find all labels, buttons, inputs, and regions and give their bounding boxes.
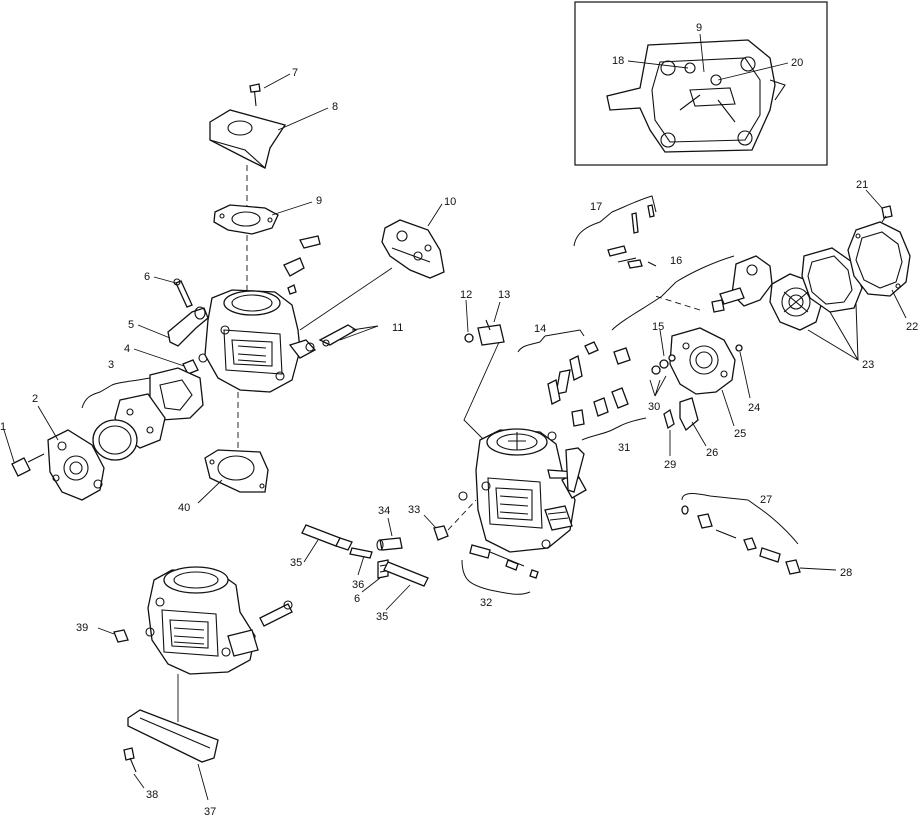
linkage-parts-14 xyxy=(547,341,599,405)
needle-parts-17 xyxy=(607,204,657,269)
callout-9b: 9 xyxy=(696,22,702,34)
nut-33 xyxy=(433,491,468,541)
callout-18: 18 xyxy=(612,55,624,67)
fitting-4 xyxy=(182,353,208,375)
callout-26: 26 xyxy=(706,447,718,459)
mount-bracket-37 xyxy=(127,709,219,763)
diaphragm-gasket-3 xyxy=(92,367,204,461)
screw-21 xyxy=(881,205,893,223)
diaphragm-parts-23 xyxy=(769,247,863,331)
callout-36: 36 xyxy=(352,579,364,591)
callout-32: 32 xyxy=(480,597,492,609)
callout-8: 8 xyxy=(332,101,338,113)
screw-1 xyxy=(11,453,45,477)
callout-6a: 6 xyxy=(144,271,150,283)
callout-37: 37 xyxy=(204,806,216,815)
linkage-parts-31 xyxy=(571,387,629,427)
callout-11: 11 xyxy=(392,322,403,334)
callout-4: 4 xyxy=(124,343,130,355)
callout-7: 7 xyxy=(292,67,298,79)
nut-12 xyxy=(464,333,474,343)
callout-16: 16 xyxy=(670,255,682,267)
callout-1: 1 xyxy=(0,421,6,433)
diaphragm-assembly-15 xyxy=(613,327,736,395)
callout-27: 27 xyxy=(760,494,772,506)
callout-21: 21 xyxy=(856,179,868,191)
clip-11 xyxy=(318,324,358,347)
callout-17: 17 xyxy=(590,201,602,213)
callout-34: 34 xyxy=(378,505,390,517)
callout-2: 2 xyxy=(32,393,38,405)
heat-shield-8 xyxy=(209,109,287,169)
filter-34 xyxy=(376,537,403,551)
callout-13: 13 xyxy=(498,289,510,301)
leader-30 xyxy=(649,375,667,397)
bracket-13 xyxy=(477,319,505,346)
callout-35a: 35 xyxy=(290,557,302,569)
bracket-31 xyxy=(581,417,647,441)
leader-18 xyxy=(627,60,689,69)
callout-22: 22 xyxy=(906,321,918,333)
cover-10 xyxy=(381,219,445,279)
bracket-3 xyxy=(81,377,151,409)
screw-38 xyxy=(123,747,137,773)
pump-cover-2 xyxy=(47,429,105,501)
plate-26 xyxy=(679,397,699,432)
fitting-6a xyxy=(173,278,193,308)
jet-parts-27 xyxy=(681,505,801,575)
callout-38: 38 xyxy=(146,789,158,801)
callout-12: 12 xyxy=(460,289,472,301)
callout-5: 5 xyxy=(128,319,134,331)
callout-6b: 6 xyxy=(354,593,360,605)
cover-22 xyxy=(847,221,911,297)
carburetor-body-lower xyxy=(145,566,293,675)
screw-24 xyxy=(735,344,743,352)
callout-31: 31 xyxy=(618,442,630,454)
callout-24: 24 xyxy=(748,402,760,414)
callout-30: 30 xyxy=(648,401,660,413)
callout-40: 40 xyxy=(178,502,190,514)
clip-29 xyxy=(663,408,675,430)
fuel-line-35a xyxy=(301,524,353,551)
screw-7 xyxy=(249,83,261,107)
callout-23: 23 xyxy=(862,359,874,371)
callout-35b: 35 xyxy=(376,611,388,623)
callout-10: 10 xyxy=(444,196,456,208)
bracket-23 xyxy=(807,303,859,361)
callout-3: 3 xyxy=(108,359,114,371)
bracket-32 xyxy=(461,559,531,595)
bracket-14 xyxy=(517,329,585,353)
inset-detail: 9 18 20 xyxy=(574,1,828,166)
adjust-screws-32 xyxy=(469,544,539,579)
carburetor-body-center xyxy=(475,428,587,553)
fuel-pump-16 xyxy=(654,255,773,313)
bracket-17 xyxy=(573,195,657,247)
fitting-6b xyxy=(377,559,429,587)
leader-20 xyxy=(717,62,789,81)
leader-9b xyxy=(699,33,705,73)
gasket-9 xyxy=(213,204,279,235)
carburetor-body-upper xyxy=(204,235,321,393)
nut-39 xyxy=(113,629,129,643)
callout-25: 25 xyxy=(734,428,746,440)
callout-14: 14 xyxy=(534,323,546,335)
leader-13-body xyxy=(463,339,501,441)
callout-39: 39 xyxy=(76,622,88,634)
hose-5 xyxy=(167,306,209,347)
bracket-16 xyxy=(611,255,735,331)
callout-28: 28 xyxy=(840,567,852,579)
inset-diaphragm-cover xyxy=(606,39,786,153)
callout-15: 15 xyxy=(652,321,664,333)
callout-33: 33 xyxy=(408,504,420,516)
bracket-27 xyxy=(681,493,799,545)
gasket-40 xyxy=(204,449,269,493)
callout-9a: 9 xyxy=(316,195,322,207)
callout-20: 20 xyxy=(791,57,803,69)
callout-29: 29 xyxy=(664,459,676,471)
fitting-36 xyxy=(349,547,373,559)
